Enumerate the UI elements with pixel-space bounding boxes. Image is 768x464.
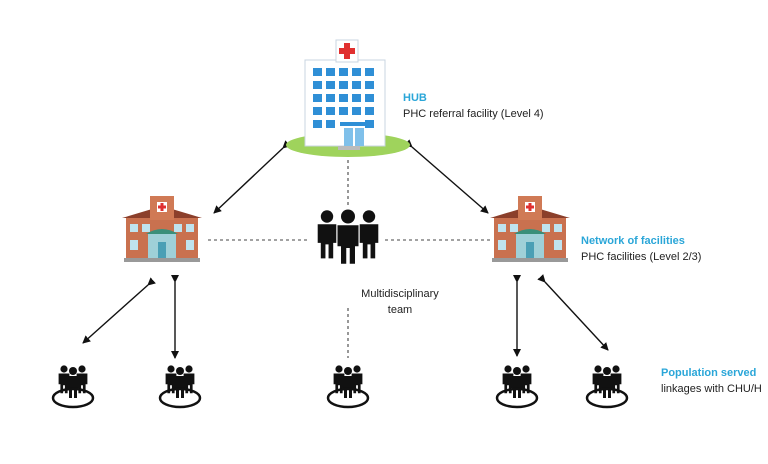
team-label: Multidisciplinary team	[352, 286, 448, 318]
community-group-icon	[53, 365, 93, 407]
hub-left-link	[213, 140, 291, 214]
network-title: Network of facilities	[581, 235, 685, 247]
community-group-icon	[497, 365, 537, 407]
population-subtitle: linkages with CHU/H	[661, 383, 762, 395]
hub-subtitle: PHC referral facility (Level 4)	[403, 108, 544, 120]
hub-title: HUB	[403, 92, 427, 104]
team-icon	[317, 209, 379, 264]
left-pop1-link	[82, 277, 156, 344]
team-links	[208, 160, 490, 358]
connections	[82, 139, 609, 359]
network-subtitle: PHC facilities (Level 2/3)	[581, 251, 702, 263]
clinic-icon	[490, 196, 570, 262]
team-label-line1: Multidisciplinary	[361, 288, 439, 300]
community-group-icon	[328, 365, 368, 407]
population-title: Population served	[661, 367, 757, 379]
clinic-icon	[122, 196, 202, 262]
hub-right-link	[404, 139, 489, 214]
community-group-icon	[587, 365, 627, 407]
community-group-icon	[160, 365, 200, 407]
right-pop2-link	[537, 274, 609, 351]
team-label-line2: team	[387, 304, 413, 316]
hospital-icon	[286, 39, 410, 157]
